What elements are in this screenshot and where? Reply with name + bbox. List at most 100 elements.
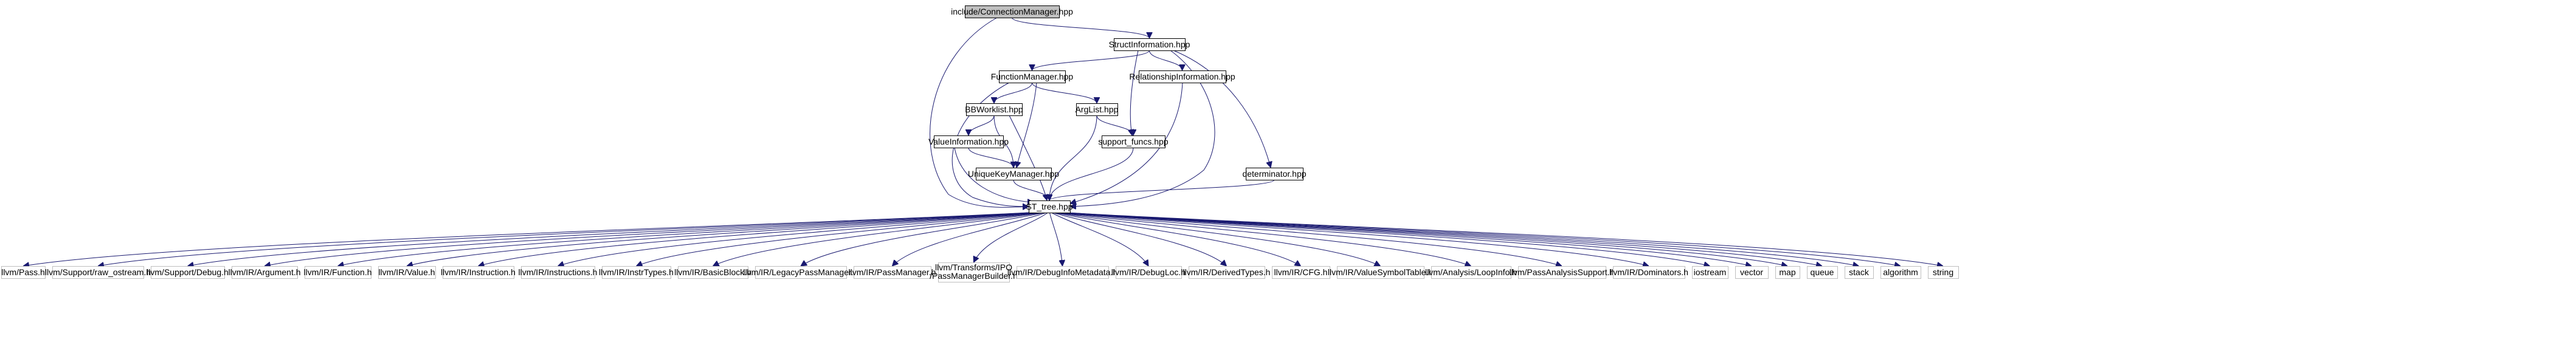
node-label: llvm/Transforms/IPO [935,262,1012,272]
node-label: iostream [1694,267,1727,277]
node-arglist[interactable]: ArgList.hpp [1076,103,1119,116]
node-e8: llvm/IR/InstrTypes.h [599,266,674,279]
node-box [938,262,1010,282]
node-e24: queue [1807,266,1838,279]
node-supportfuncs[interactable]: support_funcs.hpp [1098,135,1169,148]
node-box [1807,266,1838,279]
node-box [521,266,595,279]
edge-sttree-to-e8 [637,212,1041,266]
node-e13: llvm/IR/DebugInfoMetadata.h [1007,266,1117,279]
node-e16: llvm/IR/CFG.h [1272,266,1330,279]
edge-sttree-to-e16 [1054,212,1300,266]
node-box [52,266,144,279]
edge-sttree-to-e6 [478,212,1038,266]
node-structinfo[interactable]: StructInformation.hpp [1109,38,1190,51]
node-uniquekey[interactable]: UniqueKeyManager.hpp [968,168,1059,180]
node-box [854,266,931,279]
node-e19: llvm/PassAnalysisSupport.h [1510,266,1614,279]
node-label: include/ConnectionManager.hpp [951,7,1073,16]
node-box [1246,168,1304,180]
node-label: string [1933,267,1953,277]
edge-sttree-to-e0 [23,212,1029,266]
node-e10: llvm/IR/LegacyPassManager.h [743,266,858,279]
node-determinator[interactable]: determinator.hpp [1242,168,1307,180]
edge-sttree-to-e22 [1063,212,1752,266]
node-e22: vector [1735,266,1769,279]
edge-funcmgr-to-arglist [1032,82,1097,104]
node-valueinfo[interactable]: ValueInformation.hpp [928,135,1009,148]
edge-sttree-to-e20 [1061,212,1649,266]
node-sttree[interactable]: ST_tree.hpp [1026,200,1073,213]
edge-sttree-to-e3 [264,212,1034,266]
node-e17: llvm/IR/ValueSymbolTable.h [1328,266,1433,279]
node-label: llvm/IR/Instructions.h [519,267,598,277]
edge-sttree-to-e21 [1062,212,1710,266]
node-label: llvm/IR/InstrTypes.h [599,267,674,277]
node-relinfo[interactable]: RelationshipInformation.hpp [1129,70,1235,83]
node-box [232,266,298,279]
node-e5: llvm/IR/Value.h [378,266,436,279]
node-box [1880,266,1921,279]
dependency-edges [23,17,1943,266]
edge-sttree-to-e4 [338,212,1035,266]
node-label: FunctionManager.hpp [991,72,1074,81]
node-funcmgr[interactable]: FunctionManager.hpp [991,70,1074,83]
node-label: llvm/IR/Function.h [303,267,371,277]
edge-valueinfo-to-sttree [954,147,1034,202]
edge-sttree-to-e7 [558,212,1040,266]
node-label: llvm/IR/BasicBlock.h [674,267,751,277]
node-label: llvm/Pass.h [1,267,45,277]
node-e23: map [1775,266,1800,279]
node-box [1845,266,1874,279]
node-e15: llvm/IR/DerivedTypes.h [1183,266,1270,279]
node-box [1017,266,1109,279]
edge-structinfo-to-supportfuncs [1130,50,1139,135]
node-box [1775,266,1800,279]
node-e4: llvm/IR/Function.h [303,266,372,279]
node-connmgr[interactable]: include/ConnectionManager.hpp [951,5,1073,18]
edge-arglist-to-sttree [1049,115,1097,200]
node-label: llvm/IR/Instruction.h [441,267,516,277]
edge-sttree-to-e13 [1049,212,1062,266]
edge-structinfo-to-determinator [1173,50,1271,168]
edge-sttree-to-e5 [407,212,1037,266]
node-e18: llvm/Analysis/LoopInfo.h [1425,266,1517,279]
node-label: llvm/IR/DebugInfoMetadata.h [1007,267,1117,277]
node-box [1,266,46,279]
node-label: llvm/IR/LegacyPassManager.h [743,267,858,277]
edge-sttree-to-e10 [801,212,1045,266]
edge-sttree-to-e23 [1064,212,1787,266]
edge-sttree-to-e26 [1066,212,1901,266]
edge-structinfo-to-funcmgr [1032,50,1150,71]
node-box [1613,266,1685,279]
node-label: llvm/IR/Argument.h [228,267,300,277]
node-label: determinator.hpp [1242,169,1306,179]
node-box [1029,200,1071,213]
node-label: llvm/Support/Debug.h [147,267,229,277]
node-bbworklist[interactable]: BBWorklist.hpp [965,103,1023,116]
edge-sttree-to-e11 [893,212,1046,266]
node-e12: llvm/Transforms/IPO/PassManagerBuilder.h [930,262,1018,282]
edge-funcmgr-to-uniquekey [1017,82,1037,168]
node-label: stack [1849,267,1870,277]
node-label: BBWorklist.hpp [965,104,1023,114]
edge-supportfuncs-to-sttree [1049,147,1134,200]
node-box [1735,266,1769,279]
edge-arglist-to-supportfuncs [1096,115,1133,136]
edge-connmgr-to-sttree [930,17,1029,207]
node-label: ArgList.hpp [1076,104,1119,114]
node-box [999,70,1066,83]
node-label: ST_tree.hpp [1026,202,1072,211]
node-label: llvm/IR/CFG.h [1274,267,1328,277]
node-e20: llvm/IR/Dominators.h [1609,266,1688,279]
node-label: RelationshipInformation.hpp [1129,72,1235,81]
node-e6: llvm/IR/Instruction.h [441,266,516,279]
node-box [1272,266,1330,279]
edge-bbworklist-to-valueinfo [969,115,995,136]
node-label: llvm/IR/Dominators.h [1609,267,1688,277]
node-box [678,266,748,279]
node-label: algorithm [1883,267,1918,277]
edge-structinfo-to-relinfo [1149,50,1183,71]
edge-sttree-to-e17 [1055,212,1381,266]
